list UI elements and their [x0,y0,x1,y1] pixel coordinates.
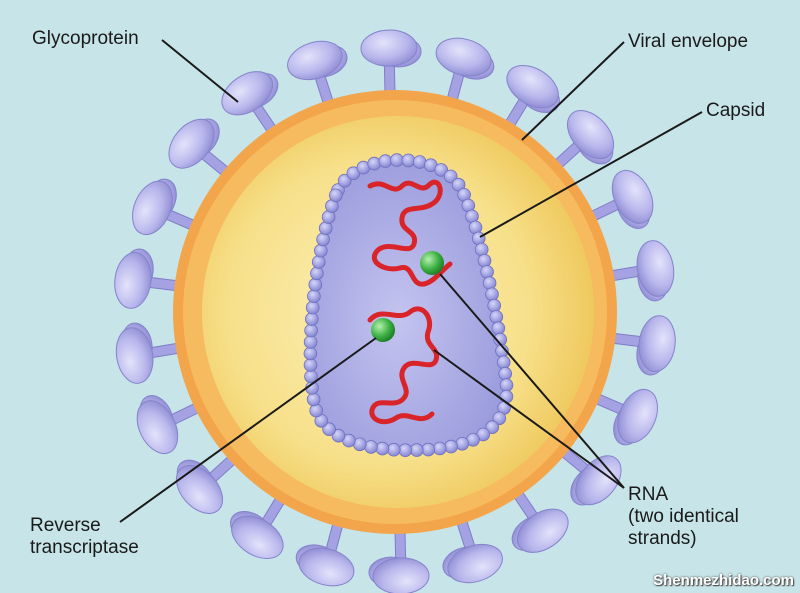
capsid-bead [491,321,506,336]
label-reverse-transcriptase-line-1: Reverse [30,515,101,536]
capsid-bead [364,440,378,454]
glycoprotein-spike [604,240,675,302]
capsid-bead [307,289,321,304]
capsid-bead [443,169,458,184]
glycoprotein-spike [368,525,430,593]
glycoprotein-spike [295,516,355,587]
glycoprotein-spike [132,178,201,236]
leader-viral-envelope [521,41,625,141]
glycoprotein-spike [287,40,348,111]
rna-strand-upper [367,179,453,287]
watermark: Shenmezhidao.com [653,572,794,589]
leader-reverse-transcriptase [119,337,377,523]
capsid-bead [303,346,318,361]
capsid-bead [303,335,318,349]
enzyme-lower [371,318,395,342]
capsid-bead [328,188,343,203]
leader-lines [119,39,703,523]
capsid-bead [309,403,324,418]
capsid-bead [487,298,502,313]
capsid-bead [318,221,333,236]
glycoprotein-spike [136,395,206,455]
capsid-bead [313,243,328,258]
glycoprotein-spike [115,322,186,384]
capsid-bead [386,442,401,457]
capsid-bead [485,287,499,302]
capsid-bead [480,265,494,279]
capsid-bead [367,156,382,171]
label-rna-line-1: RNA [628,484,669,505]
capsid-bead [482,276,497,290]
glycoprotein-spike [435,37,495,108]
glycoprotein-spike [114,248,184,309]
label-rna-line-2: (two identical [628,506,739,527]
reverse-transcriptase-molecules [371,251,444,342]
capsid-beads [303,153,514,458]
label-reverse-transcriptase: Reverse transcriptase [30,515,139,559]
capsid-shape [303,153,514,458]
capsid-bead [398,443,413,458]
glycoprotein-spike [360,29,422,99]
glycoprotein-spike [442,513,503,584]
capsid-bead [477,253,492,268]
capsid-bead [322,422,336,437]
capsid-bead [485,420,500,435]
capsid-bead [434,163,449,177]
label-glycoprotein: Glycoprotein [32,28,139,49]
capsid-bead [401,153,416,168]
capsid-bead [492,411,507,426]
glycoprotein-spike [555,443,622,506]
capsid-bead [316,232,330,247]
capsid-bead [308,277,323,292]
capsid-bead [310,266,324,281]
capsid-bead [304,323,318,338]
capsid-bead [499,389,514,404]
enzyme-upper [420,251,444,275]
capsid-bead [306,392,321,407]
rna-strand-lower [367,306,440,425]
label-rna: RNA (two identical strands) [628,484,739,550]
capsid-bead [432,441,447,456]
label-capsid: Capsid [706,100,766,121]
capsid-bead [498,366,513,381]
label-rna-line-3: strands) [628,528,697,549]
label-reverse-transcriptase-line-2: transcriptase [30,537,139,558]
leader-rna-lower [433,349,625,489]
capsid-bead [375,441,390,456]
capsid-bead [444,439,458,454]
capsid-bead [474,242,489,257]
capsid-bead [421,442,436,457]
leader-capsid [479,111,703,238]
capsid-bead [499,378,514,392]
capsid-bead [303,358,318,372]
rna-strands [367,179,453,425]
capsid-bead [409,443,424,457]
capsid-bead [311,255,326,269]
label-viral-envelope: Viral envelope [628,31,749,52]
capsid-bead [390,153,404,167]
capsid-bead [304,312,319,326]
capsid-bead [337,173,352,188]
leader-rna-upper [439,273,625,489]
capsid-bead [331,428,346,443]
capsid-bead [378,154,393,168]
capsid-bead [305,300,320,315]
capsid-bead [496,355,511,370]
capsid-bead [455,436,470,451]
capsid-bead [489,310,504,324]
glycoprotein-spike [606,315,676,376]
leader-glycoprotein [161,39,239,103]
